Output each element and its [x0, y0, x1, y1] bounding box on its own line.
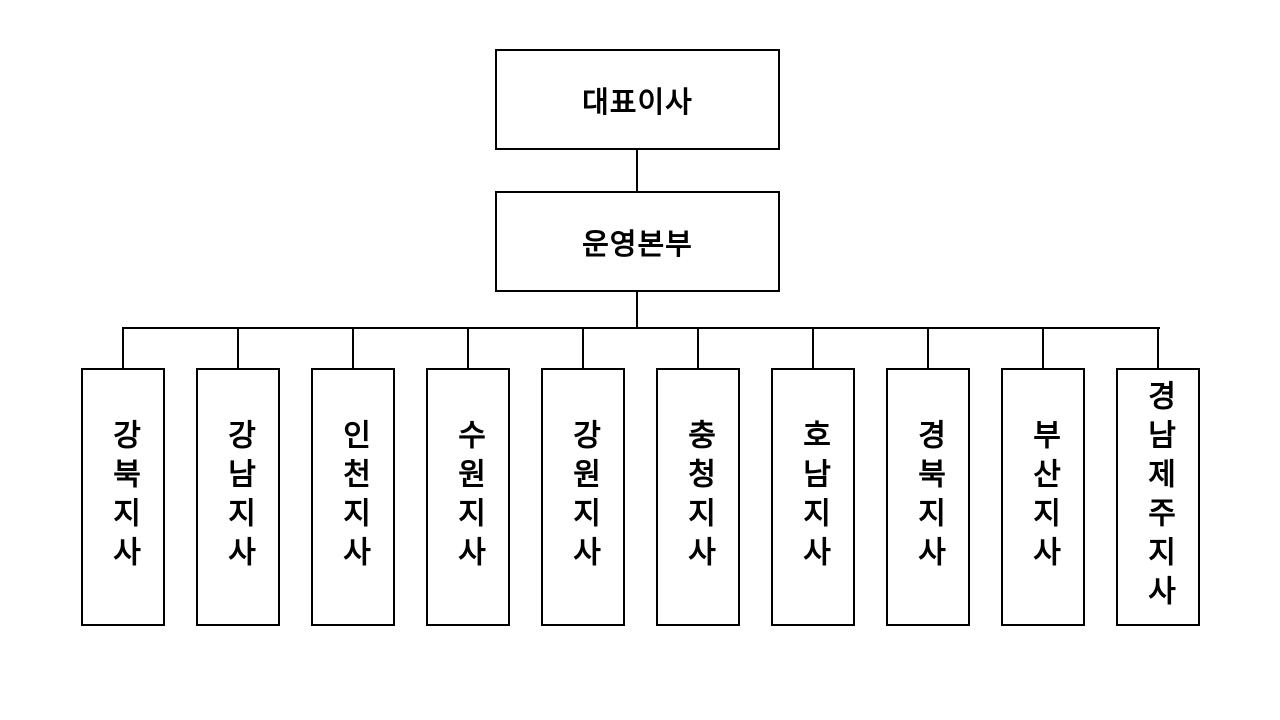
- connector-drop-3: [352, 327, 354, 368]
- org-node-branch: 충청지사: [656, 368, 740, 626]
- connector-drop-5: [582, 327, 584, 368]
- org-node-branch-label: 인천지사: [337, 419, 370, 575]
- connector-root-division: [636, 150, 638, 191]
- org-node-branch-label: 수원지사: [452, 419, 485, 575]
- connector-drop-2: [237, 327, 239, 368]
- org-node-branch: 강북지사: [81, 368, 165, 626]
- connector-drop-4: [467, 327, 469, 368]
- org-node-branch-label: 부산지사: [1027, 419, 1060, 575]
- org-node-branch: 경북지사: [886, 368, 970, 626]
- org-node-division: 운영본부: [495, 191, 780, 292]
- connector-drop-1: [122, 327, 124, 368]
- org-node-ceo-label: 대표이사: [582, 86, 693, 119]
- org-node-branch: 부산지사: [1001, 368, 1085, 626]
- connector-division-bus: [636, 292, 638, 329]
- connector-drop-6: [697, 327, 699, 368]
- org-node-branch: 강남지사: [196, 368, 280, 626]
- org-node-branch-label: 강북지사: [107, 419, 140, 575]
- org-node-branch-label: 호남지사: [797, 419, 830, 575]
- org-node-division-label: 운영본부: [582, 228, 693, 261]
- org-node-branch: 호남지사: [771, 368, 855, 626]
- org-node-branch-label: 경북지사: [912, 419, 945, 575]
- connector-drop-9: [1042, 327, 1044, 368]
- org-node-branch-label: 경남제주지사: [1142, 380, 1175, 614]
- org-node-branch-label: 강원지사: [567, 419, 600, 575]
- connector-drop-7: [812, 327, 814, 368]
- connector-bus: [122, 327, 1160, 329]
- connector-drop-10: [1157, 327, 1159, 368]
- org-node-branch: 강원지사: [541, 368, 625, 626]
- org-node-branch: 인천지사: [311, 368, 395, 626]
- org-node-branch: 경남제주지사: [1116, 368, 1200, 626]
- org-node-ceo: 대표이사: [495, 49, 780, 150]
- connector-drop-8: [927, 327, 929, 368]
- org-node-branch: 수원지사: [426, 368, 510, 626]
- org-node-branch-label: 강남지사: [222, 419, 255, 575]
- org-node-branch-label: 충청지사: [682, 419, 715, 575]
